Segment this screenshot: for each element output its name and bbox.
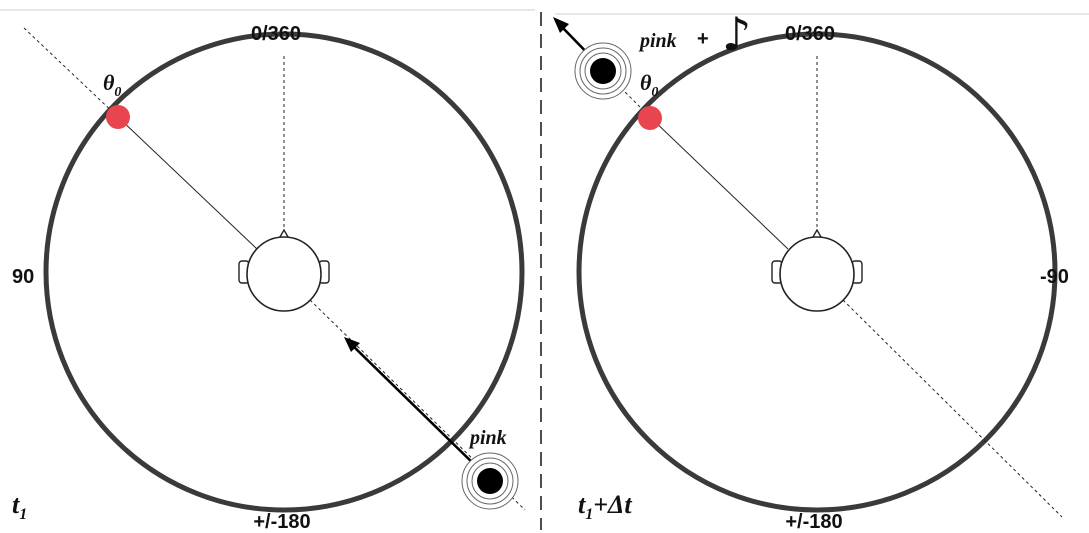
source-axis-solid [650, 117, 788, 249]
time-sub: 1 [19, 506, 27, 523]
theta-base: θ [103, 70, 115, 95]
panel-left: 0/360 +/-180 90 θ0 pink t1 [12, 23, 525, 533]
time-label: t1+Δt [578, 490, 632, 523]
sound-label: pink [638, 30, 677, 52]
bottom-label: +/-180 [785, 511, 842, 533]
plus-sign: + [697, 28, 709, 50]
theta-label: θ0 [640, 70, 658, 100]
music-note-icon: ♪ [722, 7, 751, 61]
motion-arrow [352, 345, 480, 470]
theta-label: θ0 [103, 70, 121, 100]
panel-right: 0/360 +/-180 -90 θ0 pink + ♪ t1+Δt [553, 7, 1069, 533]
top-label: 0/360 [785, 23, 835, 45]
target-position-dot [638, 106, 662, 130]
theta-sub: 0 [651, 85, 658, 100]
head-icon [239, 230, 329, 311]
sound-source-icon [462, 453, 518, 509]
time-sub: 1 [585, 506, 593, 523]
theta-base: θ [640, 70, 652, 95]
side-label: -90 [1040, 266, 1069, 288]
bottom-label: +/-180 [253, 511, 310, 533]
target-position-dot [106, 105, 130, 129]
top-label: 0/360 [251, 23, 301, 45]
sound-source-icon [575, 43, 631, 99]
time-label: t1 [12, 490, 27, 523]
head-icon [772, 230, 862, 311]
time-suffix: +Δt [593, 490, 632, 519]
sound-label: pink [468, 427, 507, 449]
source-axis-solid [118, 117, 257, 249]
source-axis-dashed-lower [843, 300, 1062, 517]
theta-sub: 0 [114, 85, 121, 100]
side-label: 90 [12, 266, 34, 288]
